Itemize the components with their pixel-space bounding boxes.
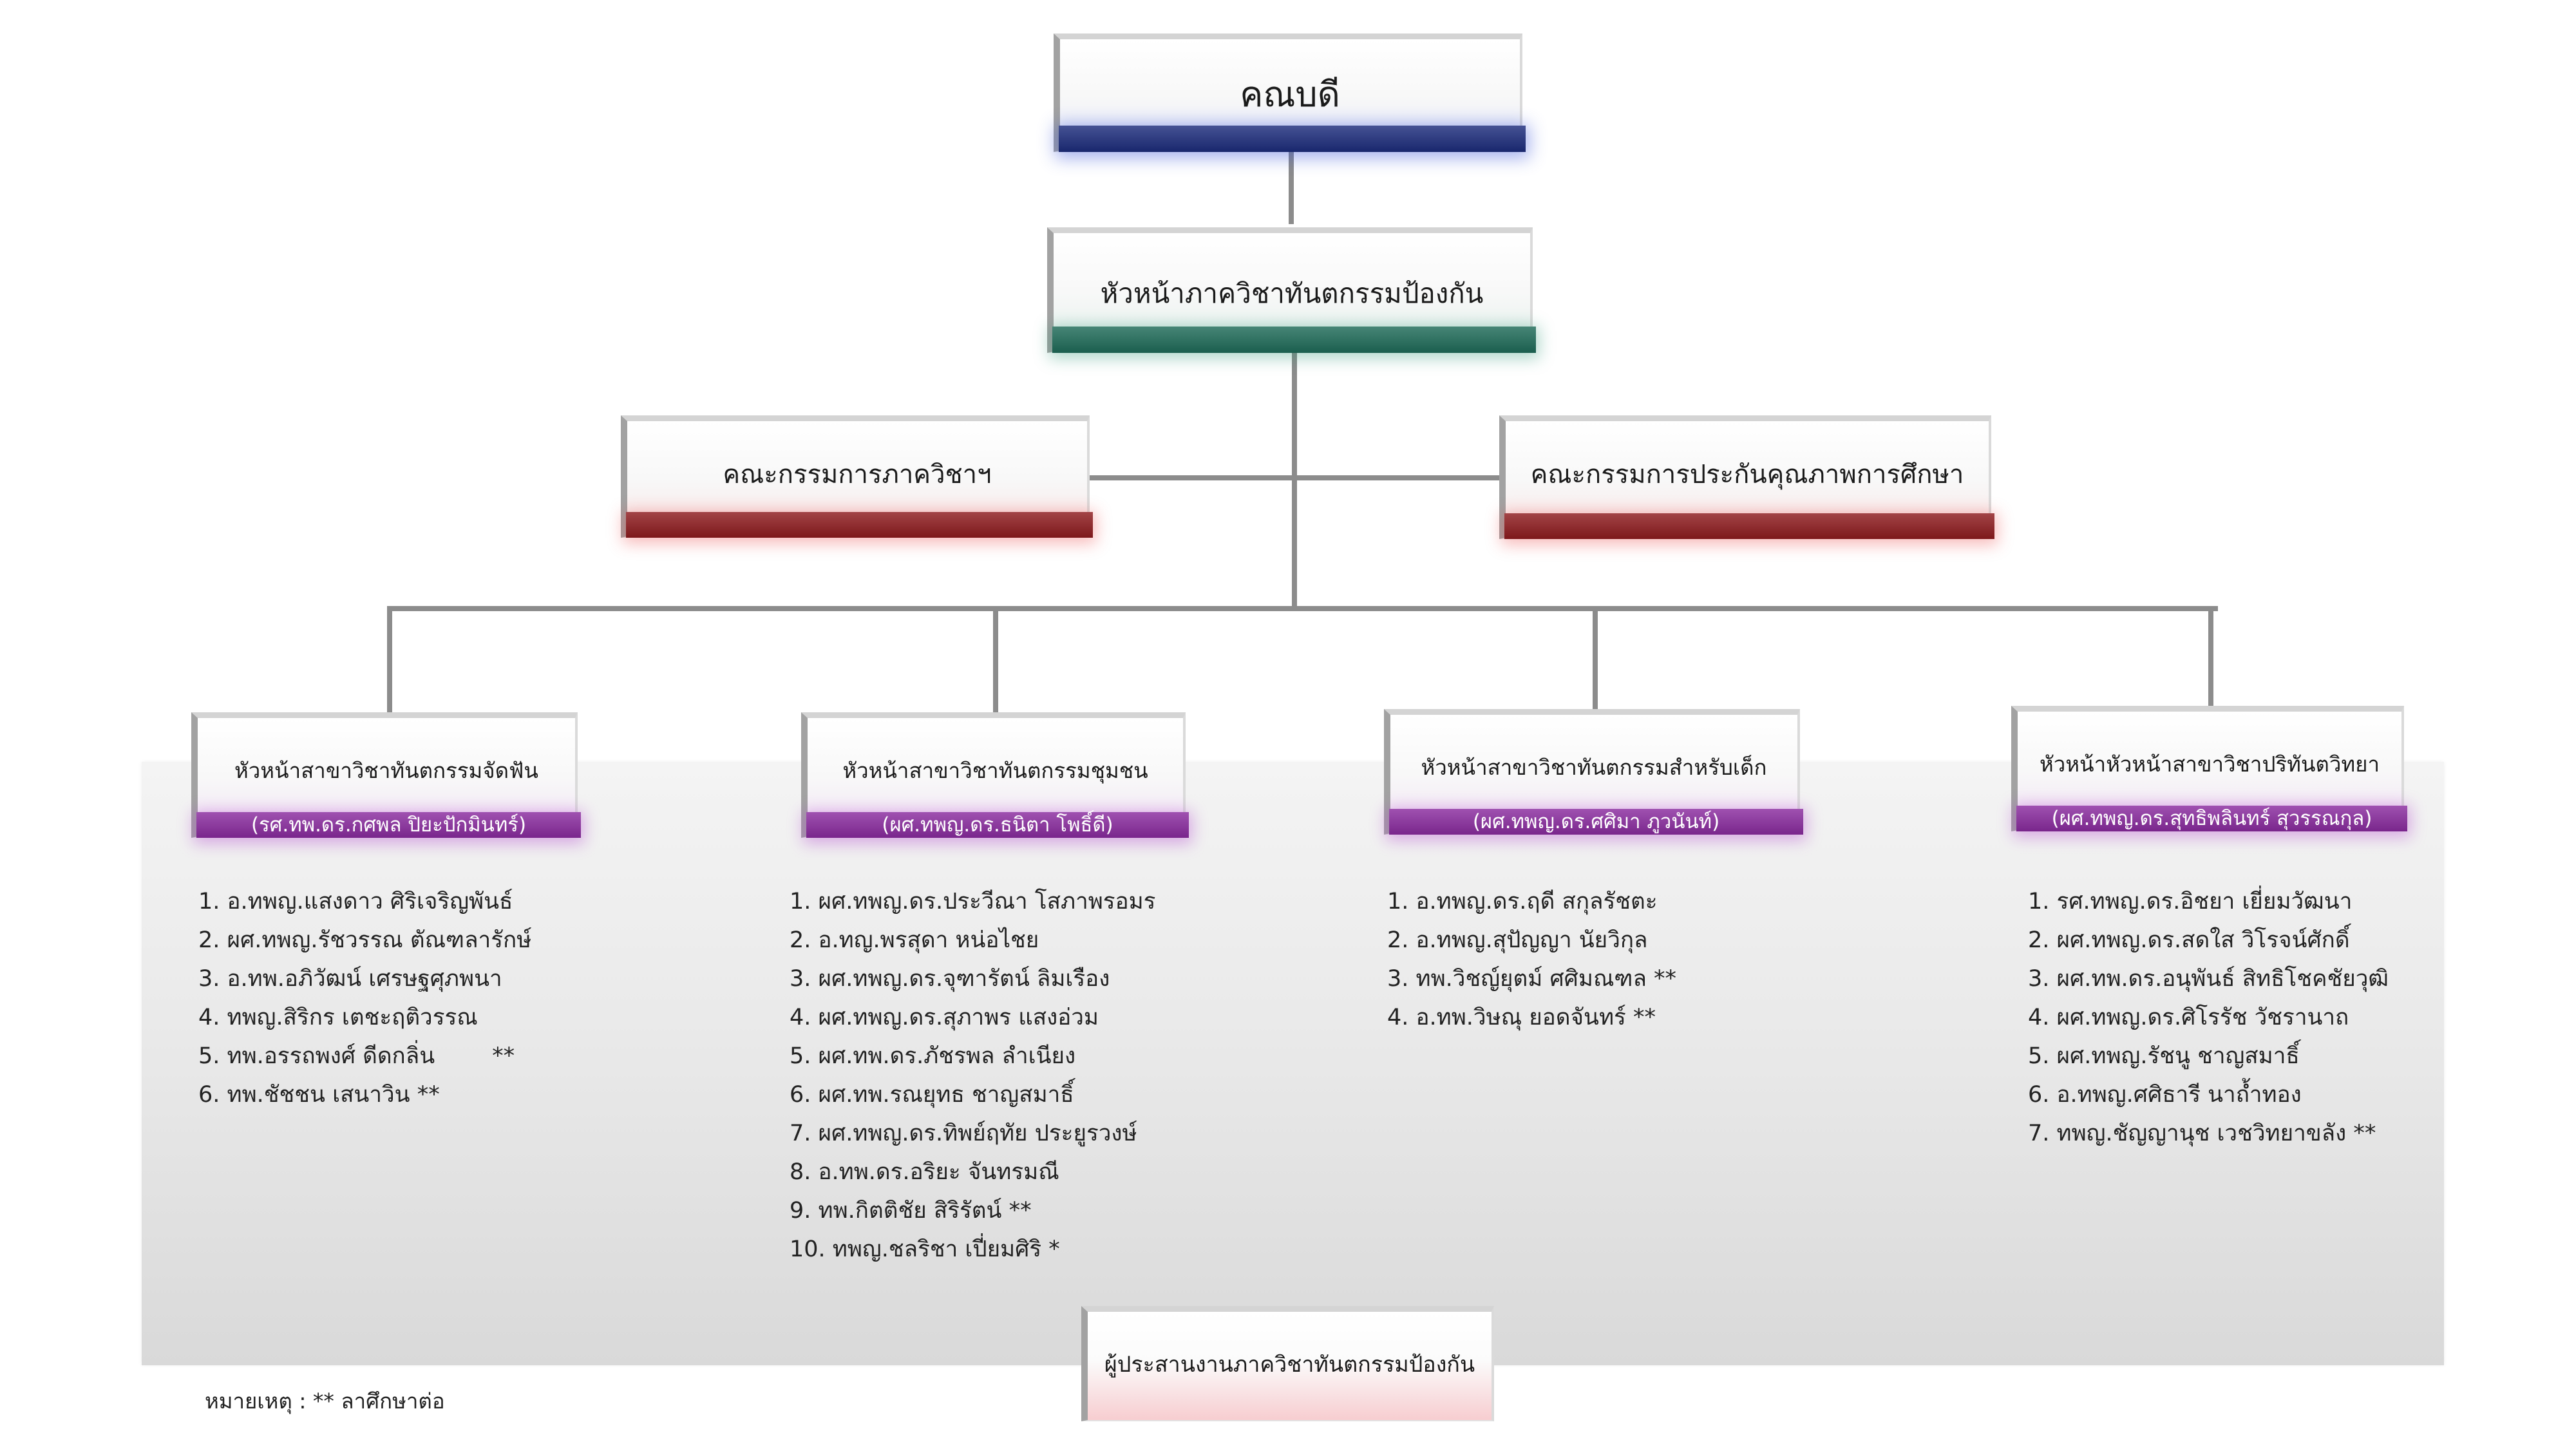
division-title: หัวหน้าหัวหน้าสาขาวิชาปริทันตวิทยา xyxy=(2039,752,2380,777)
division-title: หัวหน้าสาขาวิชาทันตกรรมสำหรับเด็ก xyxy=(1421,755,1767,780)
member-list-orthodontics: 1. อ.ทพญ.แสงดาว ศิริเจริญพันธ์ 2. ผศ.ทพญ… xyxy=(198,882,531,1114)
member-item: 7. ผศ.ทพญ.ดร.ทิพย์ฤทัย ประยูรวงษ์ xyxy=(790,1121,1137,1146)
member-item: 3. ผศ.ทพ.ดร.อนุพันธ์ สิทธิโชคชัยวุฒิ xyxy=(2028,966,2389,992)
divisions-background-panel xyxy=(142,762,2444,1365)
connector-head-trunk xyxy=(1292,353,1297,611)
member-item: 6. ทพ.ชัชชน เสนาวิน ** xyxy=(198,1082,440,1108)
coordinator-title: ผู้ประสานงานภาควิชาทันตกรรมป้องกัน xyxy=(1104,1352,1475,1378)
quality-assurance-committee-title: คณะกรรมการประกันคุณภาพการศึกษา xyxy=(1530,460,1964,489)
division-head-bar: (รศ.ทพ.ดร.กศพล ปิยะปักมินทร์) xyxy=(196,812,581,838)
connector-committees xyxy=(1084,475,1502,480)
department-head-bar xyxy=(1052,327,1536,353)
connector-division-3 xyxy=(1593,606,1598,712)
division-head-name: (ผศ.ทพญ.ดร.ศศิมา ภูวนันท์) xyxy=(1472,810,1720,833)
member-item: 7. ทพญ.ชัญญานุช เวชวิทยาขลัง ** xyxy=(2028,1121,2376,1146)
member-item: 8. อ.ทพ.ดร.อริยะ จันทรมณี xyxy=(790,1159,1059,1185)
member-item: 3. ทพ.วิชญ์ยุตม์ ศศิมณฑล ** xyxy=(1387,966,1677,992)
department-committee-title: คณะกรรมการภาควิชาฯ xyxy=(723,460,992,489)
division-head-name: (ผศ.ทพญ.ดร.ธนิตา โพธิ์ดี) xyxy=(882,813,1113,837)
quality-assurance-committee-bar xyxy=(1504,513,1994,539)
member-list-community-dentistry: 1. ผศ.ทพญ.ดร.ประวีณา โสภาพรอมร 2. อ.ทญ.พ… xyxy=(790,882,1155,1269)
division-box-periodontology: หัวหน้าหัวหน้าสาขาวิชาปริทันตวิทยา (ผศ.ท… xyxy=(2011,706,2407,831)
division-head-bar: (ผศ.ทพญ.ดร.สุทธิพลินทร์ สุวรรณกุล) xyxy=(2016,806,2407,831)
member-item: 9. ทพ.กิตติชัย สิริรัตน์ ** xyxy=(790,1198,1032,1224)
member-item: 5. ผศ.ทพญ.รัชนู ชาญสมาธิ์ xyxy=(2028,1043,2300,1069)
member-item: 2. ผศ.ทพญ.รัชวรรณ ตัณฑลารักษ์ xyxy=(198,927,532,953)
member-item: 2. อ.ทญ.พรสุดา หน่อไชย xyxy=(790,927,1039,953)
division-head-bar: (ผศ.ทพญ.ดร.ธนิตา โพธิ์ดี) xyxy=(806,812,1189,838)
member-item: 4. อ.ทพ.วิษณุ ยอดจันทร์ ** xyxy=(1387,1005,1656,1030)
member-item: 6. อ.ทพญ.ศศิธารี นาถ้ำทอง xyxy=(2028,1082,2302,1108)
member-item: 2. ผศ.ทพญ.ดร.สดใส วิโรจน์ศักดิ์ xyxy=(2028,927,2350,953)
member-item: 6. ผศ.ทพ.รณยุทธ ชาญสมาธิ์ xyxy=(790,1082,1074,1108)
footnote: หมายเหตุ : ** ลาศึกษาต่อ xyxy=(205,1388,445,1414)
member-item: 4. ผศ.ทพญ.ดร.สุภาพร แสงอ่วม xyxy=(790,1005,1099,1030)
dean-title: คณบดี xyxy=(1240,74,1340,115)
member-list-pediatric-dentistry: 1. อ.ทพญ.ดร.ฤดี สกุลรัชตะ 2. อ.ทพญ.สุปัญ… xyxy=(1387,882,1676,1037)
division-head-bar: (ผศ.ทพญ.ดร.ศศิมา ภูวนันท์) xyxy=(1389,809,1803,835)
connector-division-1 xyxy=(387,606,392,715)
division-title: หัวหน้าสาขาวิชาทันตกรรมจัดฟัน xyxy=(234,758,538,783)
connector-divisions-horizontal xyxy=(387,606,2218,611)
quality-assurance-committee-box: คณะกรรมการประกันคุณภาพการศึกษา xyxy=(1499,415,1994,539)
member-item: 3. อ.ทพ.อภิวัฒน์ เศรษฐศุภพนา xyxy=(198,966,502,992)
member-item: 4. ทพญ.สิริกร เตชะฤติวรรณ xyxy=(198,1005,478,1030)
member-list-periodontology: 1. รศ.ทพญ.ดร.อิชยา เยี่ยมวัฒนา 2. ผศ.ทพญ… xyxy=(2028,882,2389,1153)
member-item: 5. ทพ.อรรถพงศ์ ดีดกลิ่น ** xyxy=(198,1043,515,1069)
connector-division-2 xyxy=(993,606,998,715)
division-box-pediatric-dentistry: หัวหน้าสาขาวิชาทันตกรรมสำหรับเด็ก (ผศ.ทพ… xyxy=(1384,709,1803,835)
member-item: 3. ผศ.ทพญ.ดร.จุฑารัตน์ ลิมเรือง xyxy=(790,966,1110,992)
member-item: 1. อ.ทพญ.แสงดาว ศิริเจริญพันธ์ xyxy=(198,889,513,914)
department-head-title: หัวหน้าภาควิชาทันตกรรมป้องกัน xyxy=(1100,278,1484,309)
member-item: 1. อ.ทพญ.ดร.ฤดี สกุลรัชตะ xyxy=(1387,889,1658,914)
connector-division-4 xyxy=(2208,606,2213,709)
department-committee-bar xyxy=(626,512,1093,538)
member-item: 2. อ.ทพญ.สุปัญญา นัยวิกุล xyxy=(1387,927,1648,953)
department-committee-box: คณะกรรมการภาควิชาฯ xyxy=(621,415,1093,538)
coordinator-box: ผู้ประสานงานภาควิชาทันตกรรมป้องกัน xyxy=(1081,1306,1494,1421)
member-item: 5. ผศ.ทพ.ดร.ภัชรพล ลำเนียง xyxy=(790,1043,1076,1069)
member-item: 10. ทพญ.ชลริชา เปี่ยมศิริ * xyxy=(790,1236,1060,1262)
member-item: 1. ผศ.ทพญ.ดร.ประวีณา โสภาพรอมร xyxy=(790,889,1156,914)
division-box-community-dentistry: หัวหน้าสาขาวิชาทันตกรรมชุมชน (ผศ.ทพญ.ดร.… xyxy=(801,712,1189,838)
division-head-name: (รศ.ทพ.ดร.กศพล ปิยะปักมินทร์) xyxy=(251,813,527,837)
dean-box: คณบดี xyxy=(1054,33,1526,152)
division-head-name: (ผศ.ทพญ.ดร.สุทธิพลินทร์ สุวรรณกุล) xyxy=(2051,807,2372,830)
department-head-box: หัวหน้าภาควิชาทันตกรรมป้องกัน xyxy=(1047,227,1536,353)
member-item: 4. ผศ.ทพญ.ดร.ศิโรรัช วัชรานาถ xyxy=(2028,1005,2349,1030)
dean-bar xyxy=(1059,126,1526,152)
division-box-orthodontics: หัวหน้าสาขาวิชาทันตกรรมจัดฟัน (รศ.ทพ.ดร.… xyxy=(191,712,581,838)
connector-dean-to-head xyxy=(1289,152,1294,224)
division-title: หัวหน้าสาขาวิชาทันตกรรมชุมชน xyxy=(842,758,1148,783)
member-item: 1. รศ.ทพญ.ดร.อิชยา เยี่ยมวัฒนา xyxy=(2028,889,2353,914)
